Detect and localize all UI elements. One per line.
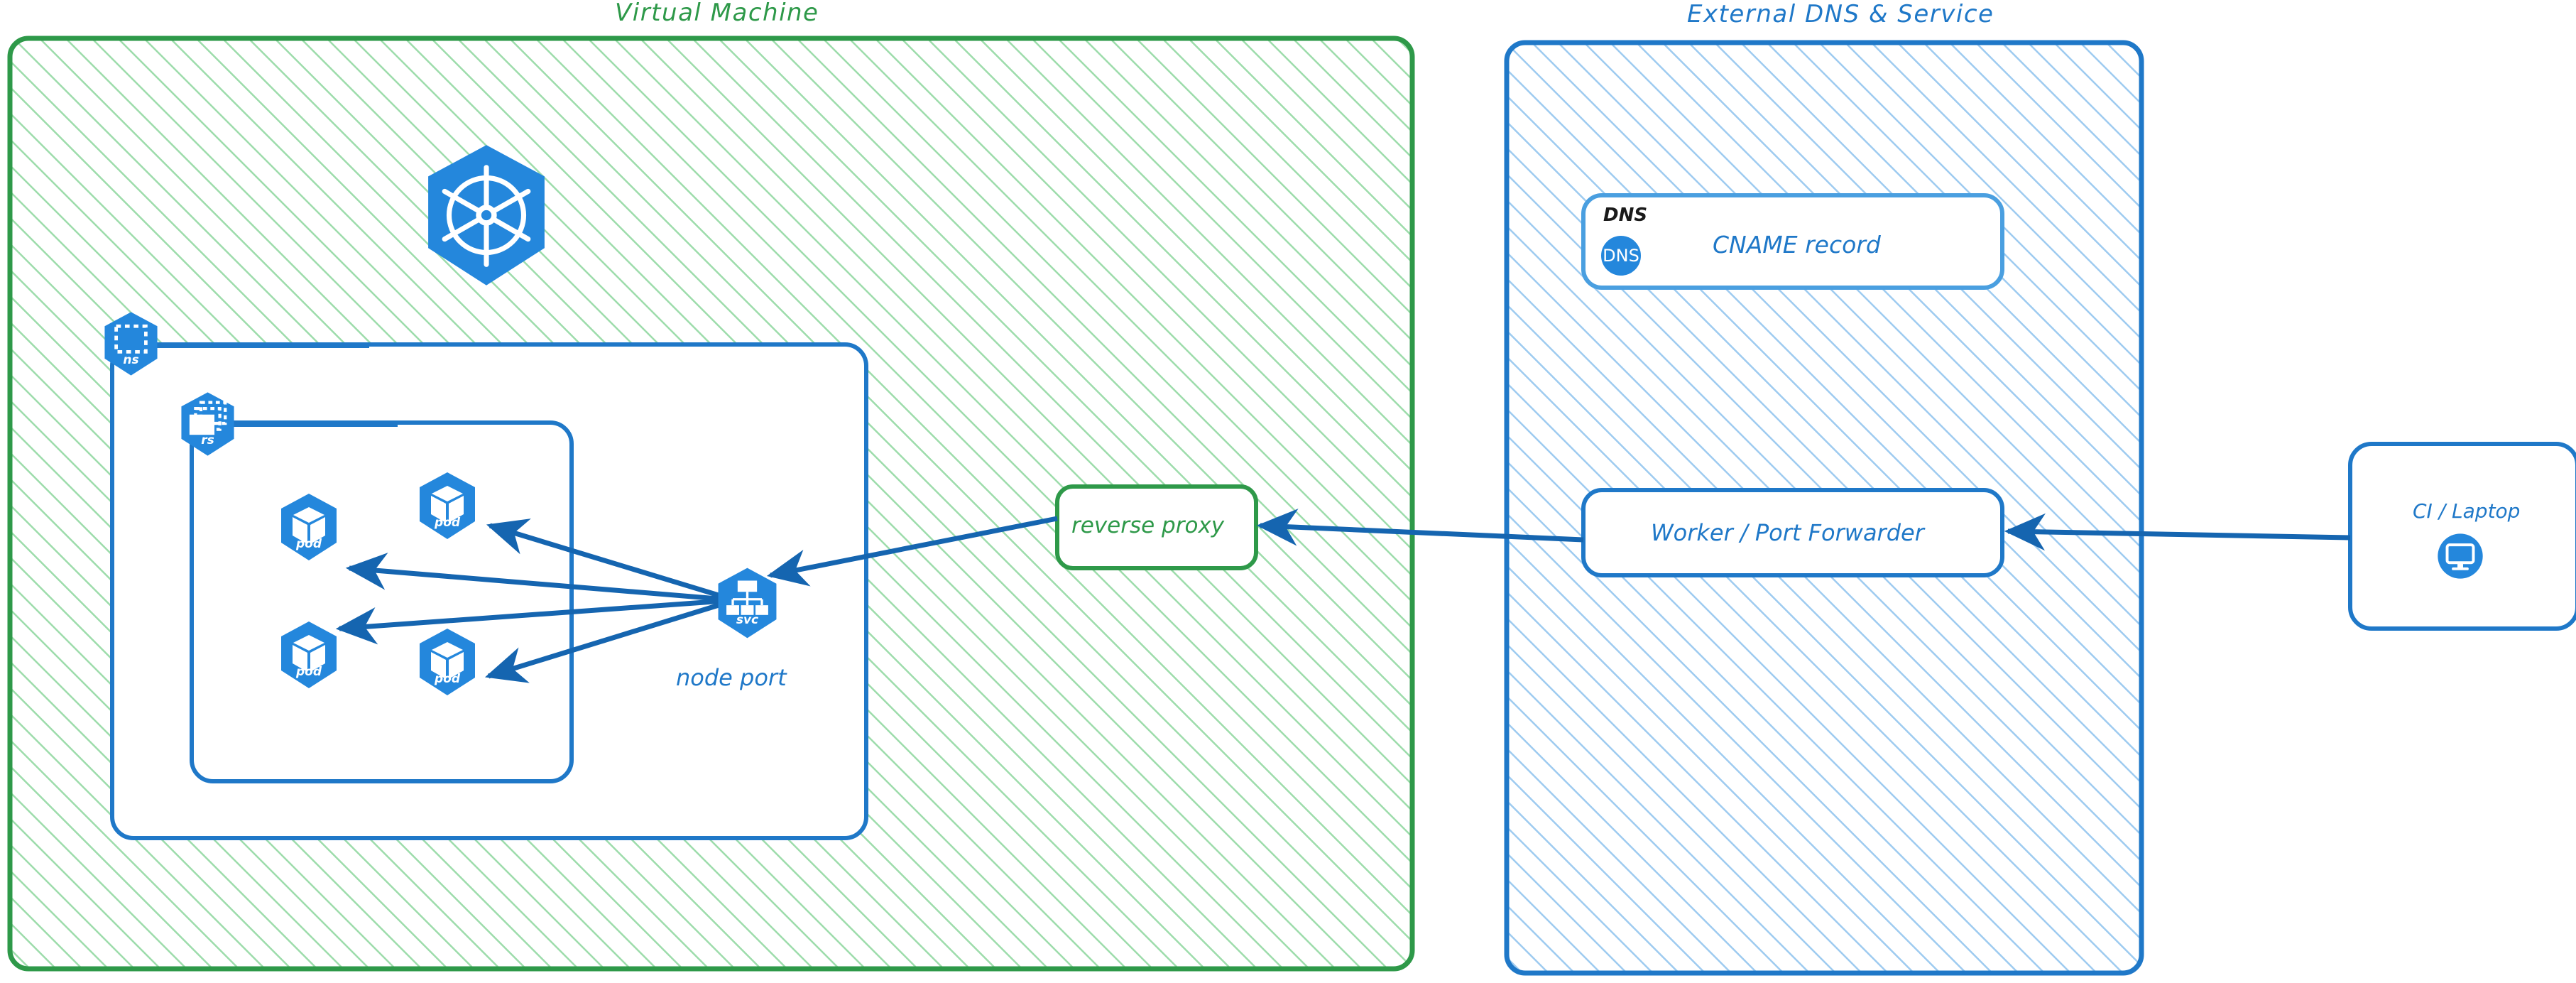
- edge-svc-to-pod3: [335, 597, 736, 645]
- pod-icon-4[interactable]: pod: [412, 625, 483, 699]
- external-container-title: External DNS & Service: [1687, 0, 1994, 28]
- service-icon[interactable]: svc: [710, 565, 785, 641]
- worker-box[interactable]: [1581, 488, 2004, 577]
- edge-svc-to-pod1: [345, 553, 736, 603]
- kubernetes-logo: [412, 141, 561, 290]
- monitor-icon: [2437, 533, 2484, 580]
- edge-worker-to-proxy: [1256, 509, 1584, 546]
- reverse-proxy-label: reverse proxy: [1071, 513, 1225, 538]
- replicaset-icon[interactable]: rs: [174, 389, 241, 459]
- worker-label: Worker / Port Forwarder: [1651, 519, 1924, 546]
- edge-client-to-worker: [2004, 513, 2351, 551]
- pod-icon-2[interactable]: pod: [412, 469, 483, 543]
- dns-badge-icon: DNS: [1601, 236, 1641, 276]
- cname-record-label: CNAME record: [1713, 231, 1881, 259]
- pod-icon-1[interactable]: pod: [273, 490, 344, 564]
- namespace-icon[interactable]: ns: [97, 309, 165, 379]
- edge-proxy-to-svc: [766, 516, 1058, 587]
- dns-card-box[interactable]: [1581, 193, 2004, 290]
- client-label: CI / Laptop: [2413, 499, 2521, 523]
- edge-svc-to-pod4: [484, 597, 736, 683]
- pod-icon-3[interactable]: pod: [273, 618, 344, 692]
- dns-badge-label: DNS: [1603, 246, 1639, 266]
- dns-card-title: DNS: [1603, 205, 1648, 226]
- reverse-proxy-box[interactable]: [1055, 484, 1258, 570]
- edge-svc-to-pod2: [486, 518, 736, 603]
- node-port-caption: node port: [676, 664, 787, 691]
- vm-container-title: Virtual Machine: [615, 0, 819, 27]
